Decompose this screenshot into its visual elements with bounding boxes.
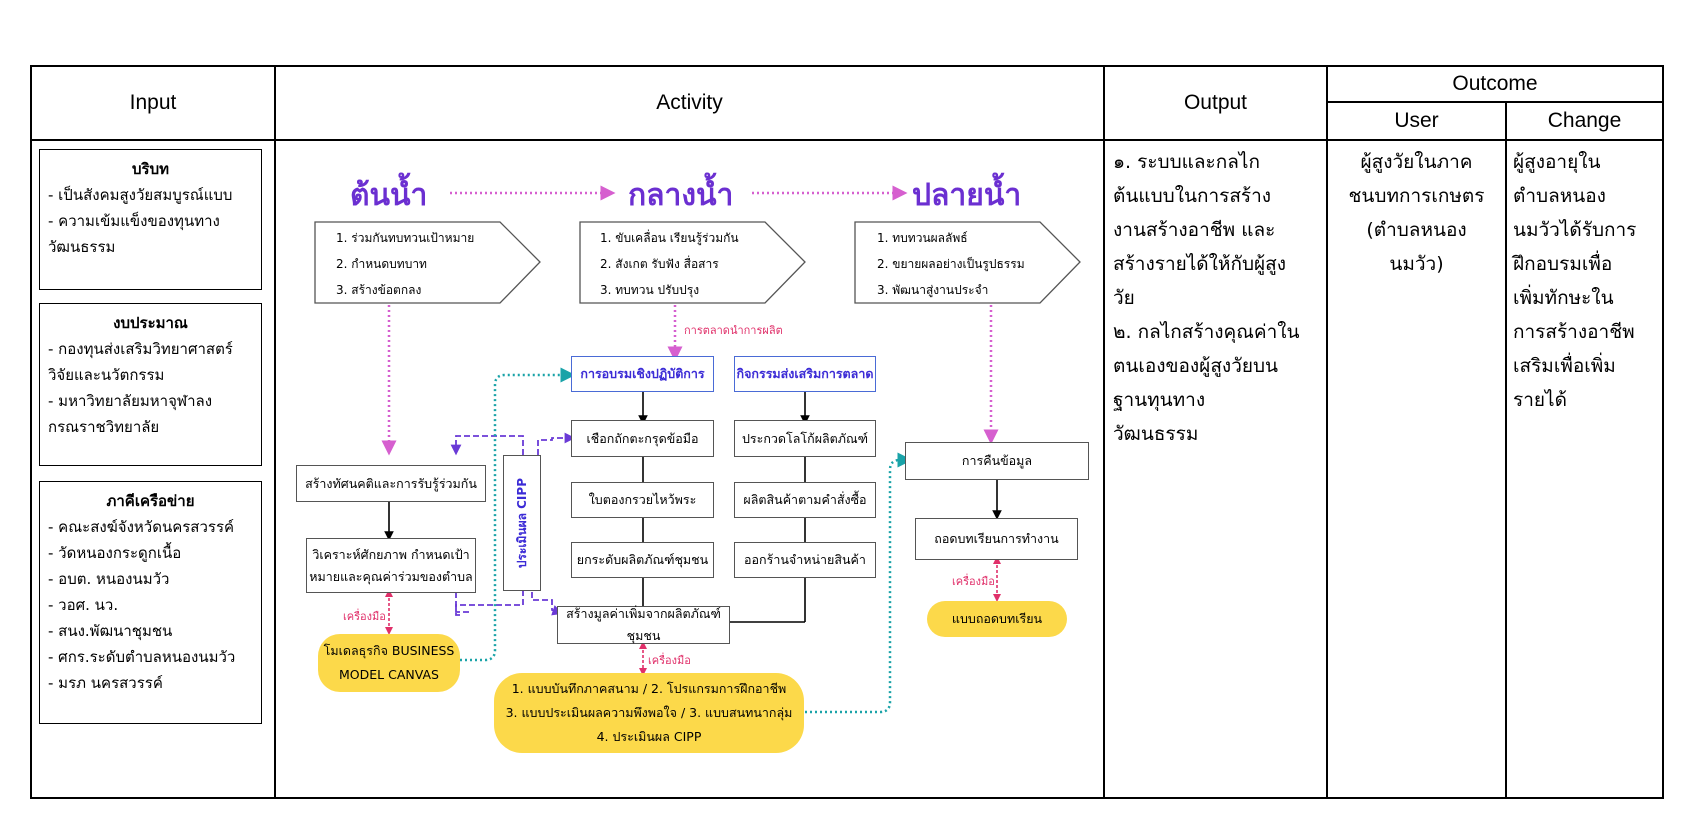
input-box-title: บริบท [132, 160, 169, 178]
output-text: ๑. ระบบและกลไก ต้นแบบในการสร้าง งานสร้าง… [1113, 151, 1300, 445]
tools-pill: 1. แบบบันทึกภาคสนาม / 2. โปรแกรมการฝึกอา… [494, 673, 804, 753]
cipp-vertical-label: ประเมินผล CIPP [515, 477, 529, 569]
tool-label-left: เครื่องมือ [343, 610, 386, 623]
header-activity: Activity [656, 91, 723, 114]
header-change: Change [1547, 109, 1622, 132]
input-box-budget: งบประมาณ - กองทุนส่งเสริมวิทยาศาสตร์ วิจ… [39, 303, 262, 466]
mindset-box: สร้างทัศนคติและการรับรู้ร่วมกัน [296, 465, 486, 502]
return-data-box: การคืนข้อมูล [905, 442, 1089, 480]
logo-box: ประกวดโลโก้ผลิตภัณฑ์ [734, 420, 876, 457]
workshop-box: การอบรมเชิงปฏิบัติการ [571, 356, 714, 392]
stage-title-upstream: ต้นน้ำ [350, 178, 428, 213]
input-box-network: ภาคีเครือข่าย - คณะสงฆ์จังหวัดนครสวรรค์ … [39, 481, 262, 724]
produce-box: ผลิตสินค้าตามคำสั่งซื้อ [734, 482, 876, 518]
stage-title-downstream: ปลายน้ำ [912, 178, 1022, 213]
input-box-context: บริบท - เป็นสังคมสูงวัยสมบูรณ์แบบ - ความ… [39, 149, 262, 290]
stage-list-downstream: 1. ทบทวนผลลัพธ์ 2. ขยายผลอย่างเป็นรูปธรร… [877, 231, 1025, 297]
header-outcome: Outcome [1452, 72, 1538, 95]
upgrade-box: ยกระดับผลิตภัณฑ์ชุมชน [571, 542, 714, 578]
leaf-box: ใบตองกรวยไหว้พระ [571, 482, 714, 518]
stage-list-upstream: 1. ร่วมกันทบทวนเป้าหมาย 2. กำหนดบทบาท 3.… [336, 231, 475, 297]
sell-box: ออกร้านจำหน่ายสินค้า [734, 542, 876, 578]
header-output: Output [1183, 91, 1248, 114]
header-user: User [1394, 109, 1439, 132]
value-add-box: สร้างมูลค่าเพิ่มจากผลิตภัณฑ์ชุมชน [557, 606, 730, 644]
user-text: ผู้สูงวัยในภาค ชนบทการเกษตร (ตำบลหนอง นม… [1348, 151, 1485, 275]
market-note: การตลาดนำการผลิต [684, 324, 783, 337]
tool-label-right: เครื่องมือ [952, 575, 995, 588]
input-box-items: - กองทุนส่งเสริมวิทยาศาสตร์ วิจัยและนวัต… [48, 340, 233, 436]
stage-title-midstream: กลางน้ำ [628, 178, 734, 213]
marketing-box: กิจกรรมส่งเสริมการตลาด [734, 356, 876, 392]
lesson-pill: แบบถอดบทเรียน [927, 601, 1067, 637]
analysis-box: วิเคราะห์ศักยภาพ กำหนดเป้า หมายและคุณค่า… [306, 538, 476, 593]
cipp-vertical-box: ประเมินผล CIPP [503, 455, 541, 591]
input-box-title: งบประมาณ [113, 314, 188, 332]
input-box-title: ภาคีเครือข่าย [106, 492, 195, 510]
bmc-pill: โมเดลธุรกิจ BUSINESS MODEL CANVAS [318, 634, 460, 692]
header-input: Input [129, 91, 177, 114]
stage-list-midstream: 1. ขับเคลื่อน เรียนรู้ร่วมกัน 2. สังเกต … [600, 231, 739, 297]
rope-box: เชือกถักตะกรุดข้อมือ [571, 420, 714, 457]
input-box-items: - เป็นสังคมสูงวัยสมบูรณ์แบบ - ความเข้มแข… [48, 186, 233, 256]
tool-label-center: เครื่องมือ [648, 654, 691, 667]
change-text: ผู้สูงอายุใน ตำบลหนอง นมวัวได้รับการ ฝึก… [1513, 151, 1637, 411]
lessons-box: ถอดบทเรียนการทำงาน [915, 518, 1078, 560]
input-box-items: - คณะสงฆ์จังหวัดนครสวรรค์ - วัดหนองกระดู… [48, 518, 236, 692]
